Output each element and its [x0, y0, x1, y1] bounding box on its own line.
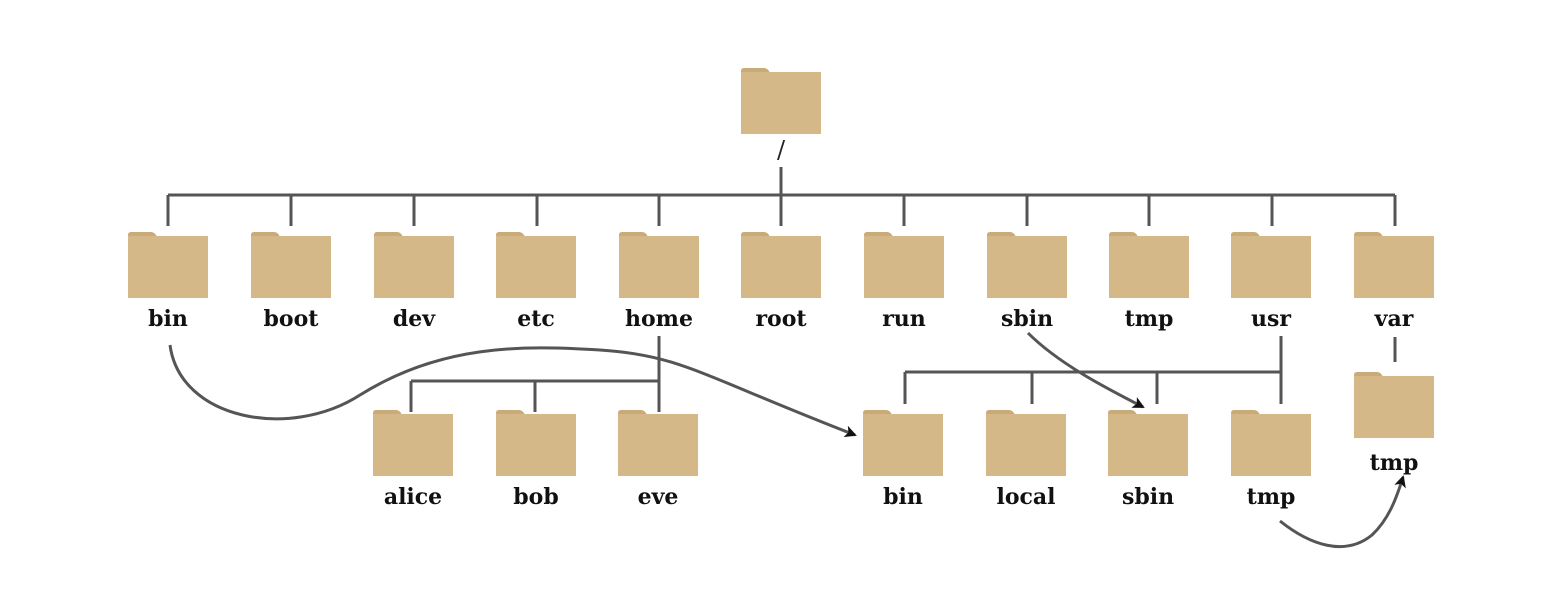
home-children-folders: alice bob eve [373, 410, 698, 510]
folder-label-home: home [625, 306, 693, 332]
folder-boot[interactable]: boot [251, 232, 331, 332]
folder-label-usr-tmp: tmp [1247, 484, 1296, 510]
folder-label-bin: bin [148, 306, 188, 332]
folder-eve[interactable]: eve [618, 410, 698, 510]
folder-icon [619, 232, 699, 298]
folder-label-tmp: tmp [1125, 306, 1174, 332]
folder-label-root: root [755, 306, 807, 332]
link-bin-to-usr-bin [168, 344, 857, 437]
folder-icon [863, 410, 943, 476]
tree-connectors [166, 167, 1397, 412]
folder-label-etc: etc [517, 306, 555, 332]
folder-label-usr-sbin: sbin [1122, 484, 1174, 510]
folder-icon [741, 68, 821, 134]
folder-icon [1354, 232, 1434, 298]
folder-icon [1108, 410, 1188, 476]
folder-root[interactable]: / [741, 68, 821, 164]
folder-label-var: var [1374, 306, 1414, 332]
folder-label-usr-bin: bin [883, 484, 923, 510]
link-sbin-to-usr-sbin [1026, 331, 1145, 409]
folder-label-alice: alice [384, 484, 442, 510]
folder-icon [128, 232, 208, 298]
symlink-arrows [168, 331, 1406, 549]
folder-icon [1354, 372, 1434, 438]
folder-sbin[interactable]: sbin [987, 232, 1067, 332]
folder-label-run: run [882, 306, 926, 332]
top-level-folders: bin boot dev etc home root run sbin tmp usr var [128, 232, 1434, 332]
folder-label-var-tmp: tmp [1370, 450, 1419, 476]
link-usr-tmp-to-var-tmp [1279, 475, 1406, 549]
folder-label-eve: eve [638, 484, 679, 510]
folder-etc[interactable]: etc [496, 232, 576, 332]
folder-label-dev: dev [393, 306, 436, 332]
folder-usr-tmp[interactable]: tmp [1231, 410, 1311, 510]
folder-usr-bin[interactable]: bin [863, 410, 943, 510]
folder-label-boot: boot [264, 306, 320, 332]
folder-icon [1109, 232, 1189, 298]
folder-usr[interactable]: usr [1231, 232, 1311, 332]
folder-icon [987, 232, 1067, 298]
folder-root[interactable]: root [741, 232, 821, 332]
folder-run[interactable]: run [864, 232, 944, 332]
folder-icon [1231, 232, 1311, 298]
folder-usr-local[interactable]: local [986, 410, 1066, 510]
folder-label-root: / [777, 136, 786, 164]
folder-icon [373, 410, 453, 476]
folder-icon [496, 410, 576, 476]
folder-usr-sbin[interactable]: sbin [1108, 410, 1188, 510]
folder-icon [618, 410, 698, 476]
folder-dev[interactable]: dev [374, 232, 454, 332]
folder-tmp[interactable]: tmp [1109, 232, 1189, 332]
folder-icon [496, 232, 576, 298]
folder-home[interactable]: home [619, 232, 699, 332]
folder-icon [1231, 410, 1311, 476]
folder-icon [864, 232, 944, 298]
folder-bob[interactable]: bob [496, 410, 576, 510]
usr-children-folders: bin local sbin tmp [863, 410, 1311, 510]
folder-bin[interactable]: bin [128, 232, 208, 332]
var-children-folders: tmp [1354, 372, 1434, 476]
folder-label-usr: usr [1251, 306, 1291, 332]
folder-alice[interactable]: alice [373, 410, 453, 510]
folder-icon [251, 232, 331, 298]
folder-icon [374, 232, 454, 298]
folder-label-bob: bob [513, 484, 558, 510]
folder-var-tmp[interactable]: tmp [1354, 372, 1434, 476]
folder-label-usr-local: local [996, 484, 1055, 510]
folder-icon [986, 410, 1066, 476]
folder-label-sbin: sbin [1001, 306, 1053, 332]
folder-icon [741, 232, 821, 298]
folder-var[interactable]: var [1354, 232, 1434, 332]
